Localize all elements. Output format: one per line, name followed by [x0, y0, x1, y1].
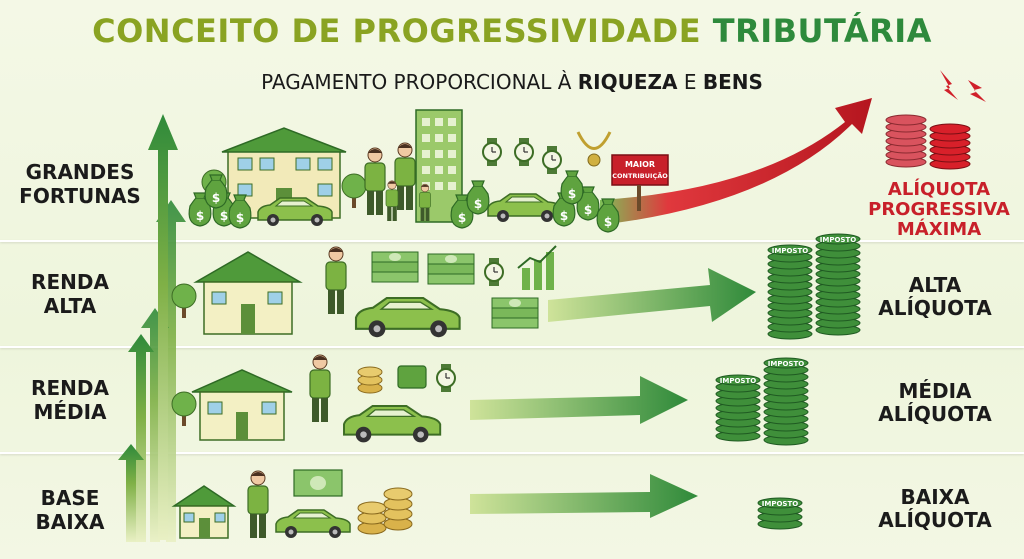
sign-line2: CONTRIBUIÇÃO: [612, 171, 668, 180]
tier-label-line2: FORTUNAS: [19, 184, 141, 208]
tier-divider: [0, 346, 1024, 348]
rate-label-alta: ALTA ALÍQUOTA: [860, 274, 1010, 320]
coin-label: IMPOSTO: [768, 360, 804, 368]
page-subtitle: PAGAMENTO PROPORCIONAL À RIQUEZA E BENS: [0, 70, 1024, 94]
tier-label-line1: RENDA: [31, 376, 109, 400]
growth-chart-icon: [517, 245, 557, 290]
tier-label-renda-media: RENDA MÉDIA: [10, 376, 130, 424]
coins-icon: [357, 366, 383, 394]
rate-label-line2: PROGRESSIVA: [868, 199, 1010, 220]
tier-label-line1: RENDA: [31, 270, 109, 294]
subtitle-bold2: BENS: [702, 70, 763, 94]
rate-label-line1: MÉDIA: [898, 379, 972, 403]
rate-label-media: MÉDIA ALÍQUOTA: [860, 380, 1010, 426]
rate-label-line1: BAIXA: [900, 485, 970, 509]
coin-label: IMPOSTO: [772, 247, 808, 255]
coin-label: IMPOSTO: [820, 236, 856, 244]
tier-divider: [0, 452, 1024, 454]
subtitle-part2: E: [677, 70, 703, 94]
tier-divider: [0, 240, 1024, 242]
wallet-icon: [397, 365, 427, 389]
coin-label: IMPOSTO: [720, 377, 756, 385]
rate-label-line2: ALÍQUOTA: [878, 296, 992, 320]
tier-label-grandes-fortunas: GRANDES FORTUNAS: [10, 160, 150, 208]
coins-icon: [357, 487, 413, 535]
tier-label-line2: ALTA: [43, 294, 97, 318]
necklace-icon: [576, 131, 612, 167]
subtitle-part1: PAGAMENTO PROPORCIONAL À: [261, 70, 578, 94]
title-part2: TRIBUTÁRIA: [712, 12, 932, 50]
tier-label-line2: MÉDIA: [33, 400, 107, 424]
coin-label: IMPOSTO: [762, 500, 798, 508]
banknote-icon: [293, 469, 343, 497]
rate-label-line2: ALÍQUOTA: [878, 508, 992, 532]
alert-icon: [940, 70, 986, 102]
rate-label-line2: ALÍQUOTA: [878, 402, 992, 426]
tier-label-line2: BAIXA: [35, 510, 105, 534]
tax-coin-stacks: IMPOSTO IMPOSTO IMPOSTO IMPOSTO IMPOSTO: [715, 114, 971, 530]
sign-icon: MAIOR CONTRIBUIÇÃO: [611, 154, 669, 211]
page-title: CONCEITO DE PROGRESSIVIDADE TRIBUTÁRIA: [0, 12, 1024, 50]
rate-label-baixa: BAIXA ALÍQUOTA: [860, 486, 1010, 532]
house-icon: [191, 369, 293, 441]
rate-label-line1: ALTA: [908, 273, 962, 297]
tier-label-line1: GRANDES: [25, 160, 135, 184]
tier-label-base-baixa: BASE BAIXA: [10, 486, 130, 534]
tier-label-line1: BASE: [40, 486, 100, 510]
rate-label-line1: ALÍQUOTA: [887, 179, 991, 200]
house-icon: [193, 251, 303, 335]
sign-line1: MAIOR: [625, 160, 655, 169]
tier-label-renda-alta: RENDA ALTA: [10, 270, 130, 318]
rate-label-line3: MÁXIMA: [896, 219, 982, 240]
subtitle-bold1: RIQUEZA: [577, 70, 678, 94]
rate-label-maxima: ALÍQUOTA PROGRESSIVA MÁXIMA: [864, 180, 1014, 240]
title-part1: CONCEITO DE PROGRESSIVIDADE: [92, 12, 702, 50]
